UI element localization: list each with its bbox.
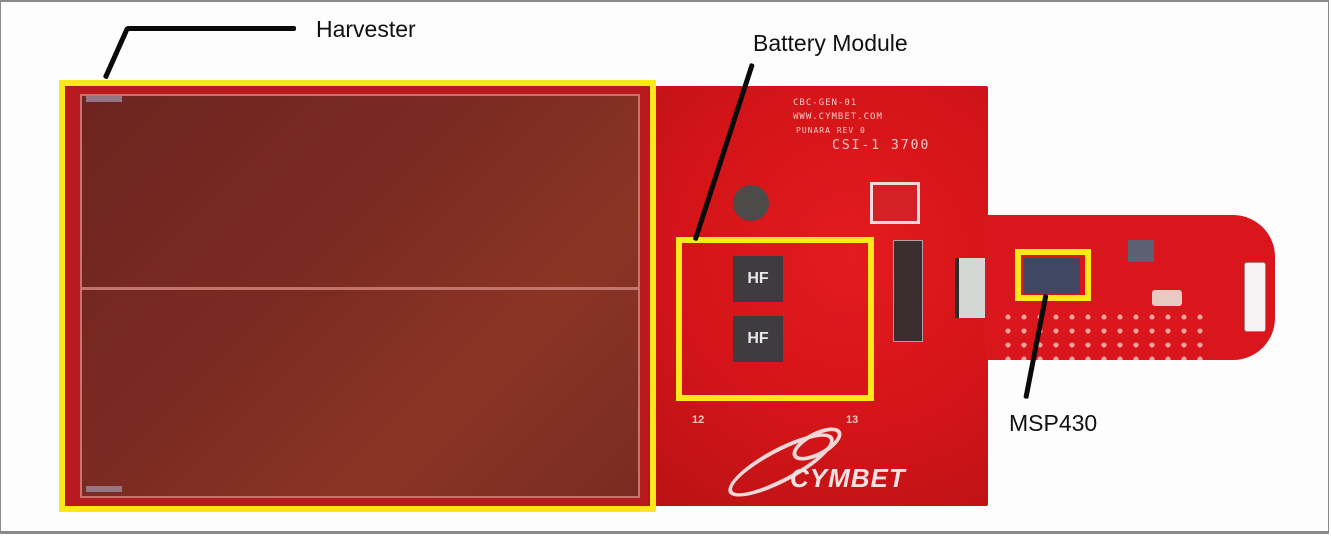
- panel-corner-mark: [86, 96, 122, 102]
- battery-module-label: Battery Module: [753, 30, 908, 56]
- battery-module-highlight: [676, 237, 874, 401]
- inductor-component: [733, 185, 769, 221]
- pin-header: [893, 240, 923, 342]
- silkscreen-line: WWW.CYMBET.COM: [793, 112, 883, 122]
- battery-chip: HF: [733, 256, 783, 302]
- panel-corner-mark: [86, 486, 122, 492]
- msp430-chip: [1024, 258, 1080, 294]
- chip-marking: HF: [747, 270, 769, 287]
- main-pcb: [648, 86, 988, 506]
- pin-label: 12: [692, 414, 705, 426]
- cymbet-logo: CYMBET: [790, 463, 906, 493]
- silkscreen-line: PUNARA REV 0: [796, 126, 866, 135]
- msp430-label: MSP430: [1009, 410, 1098, 436]
- capacitor-component: [870, 182, 920, 224]
- harvester-highlight: [59, 80, 656, 512]
- chip-marking: HF: [747, 330, 769, 347]
- harvester-label: Harvester: [316, 16, 416, 42]
- harvester-callout-line: [126, 26, 296, 31]
- usb-slot: [1244, 262, 1266, 332]
- pin-label: 13: [846, 414, 859, 426]
- small-ic: [1128, 240, 1154, 262]
- silkscreen-line: CSI-1 3700: [832, 138, 931, 153]
- solar-panel: [80, 94, 640, 498]
- crystal-component: [1152, 290, 1182, 306]
- silkscreen-line: CBC-GEN-01: [793, 98, 858, 108]
- panel-divider: [82, 287, 638, 290]
- battery-chip: HF: [733, 316, 783, 362]
- msp430-highlight: [1015, 249, 1091, 301]
